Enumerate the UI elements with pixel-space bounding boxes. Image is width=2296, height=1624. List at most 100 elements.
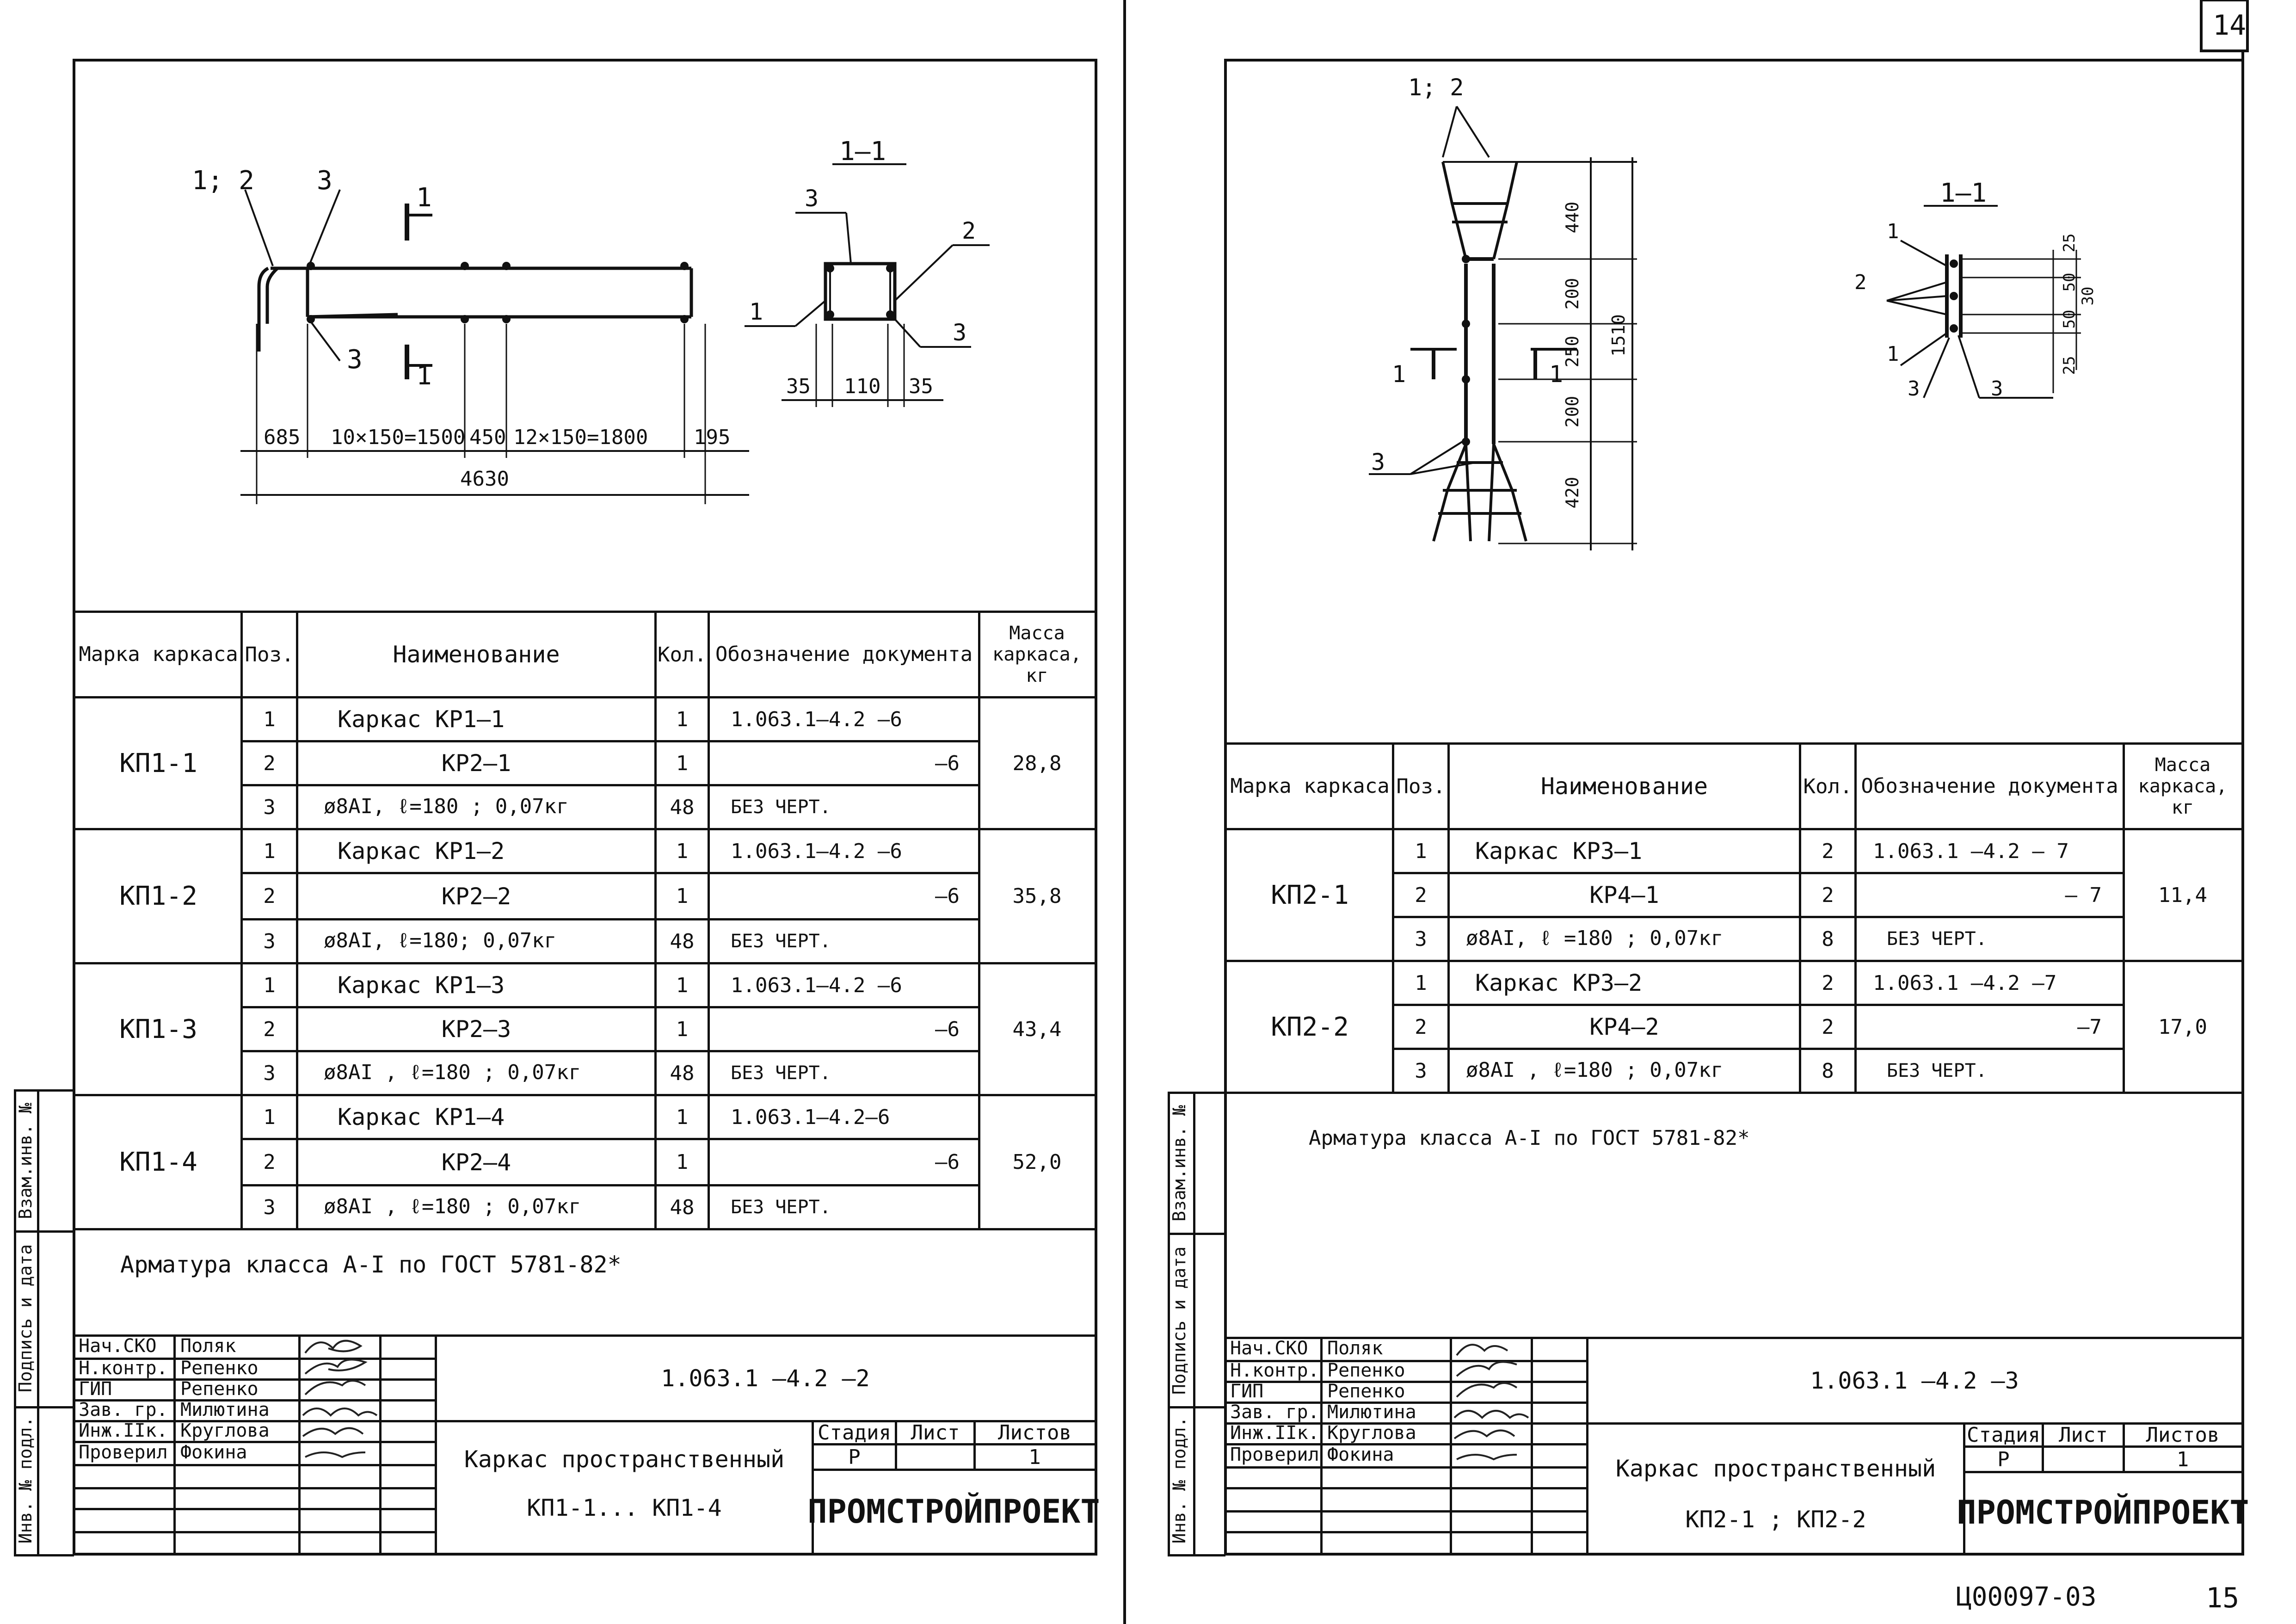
sheet-number-top: 14 [2213,9,2247,42]
right-mass-kp2-1: 11,4 [2158,883,2207,907]
dim-1: 685 [264,426,301,449]
table-cell-qty: 2 [1822,839,1834,863]
table-cell-doc: 1.063.1 –4.2 –7 [1873,971,2057,995]
section-mark-top: 1 [416,183,432,213]
left-title-line2: КП1-1... КП1-4 [527,1494,722,1521]
table-cell-doc: –6 [935,1017,960,1041]
stamp-sheet-header: Лист [911,1421,960,1445]
stamp-role: Н.контр. [79,1357,168,1379]
table-cell-qty: 1 [676,839,689,863]
dim-4: 12×150=1800 [513,426,648,449]
right-title-line2: КП2-1 ; КП2-2 [1685,1506,1866,1533]
table-cell-qty: 8 [1822,1059,1834,1083]
table-cell-pos: 1 [1415,839,1427,863]
table-cell-pos: 1 [263,1105,276,1129]
left-mass-kp1-2: 35,8 [1012,884,1062,908]
table-cell-name: Каркас КР1–1 [338,706,505,733]
left-mark-kp1-2: КП1-2 [119,881,197,911]
table-cell-qty: 1 [676,884,689,908]
table-cell-qty: 2 [1822,971,1834,995]
table-cell-qty: 2 [1822,1015,1834,1039]
table-cell-pos: 1 [263,839,276,863]
stamp-stage-header: Стадия [818,1421,891,1445]
table-cell-name: Каркас КР3–1 [1475,838,1643,864]
r-section-3b: 3 [1991,377,2003,401]
table-cell-name: Каркас КР1–4 [338,1104,505,1130]
left-elevation-drawing [240,189,749,504]
section-mark-bottom: 1 [416,361,432,391]
table-cell-pos: 3 [263,1061,276,1085]
right-mark-kp2-1: КП2-1 [1271,880,1349,910]
stamp-role: Нач.СКО [79,1335,157,1357]
table-cell-pos: 3 [1415,927,1427,951]
right-title-line1: Каркас пространственный [1615,1455,1936,1482]
table-cell-qty: 1 [676,973,689,997]
table-cell-qty: 1 [676,707,689,731]
table-cell-name: КР4–2 [1589,1013,1659,1040]
table-cell-pos: 3 [263,795,276,819]
r-th-mass: Масса каркаса, кг [2138,754,2228,818]
stamp-name: Поляк [180,1335,236,1357]
stamp-name: Круглова [180,1420,270,1441]
table-cell-name: КР4–1 [1589,882,1659,908]
left-mark-kp1-3: КП1-3 [119,1014,197,1044]
dim-2: 10×150=1500 [331,426,466,449]
dim-total: 4630 [460,467,509,491]
table-cell-name: ø8АI , ℓ=180 ; 0,07кг [1466,1058,1724,1082]
r-section-2: 2 [1854,271,1867,294]
r-label-pos-3: 3 [1371,449,1385,475]
section-title: 1–1 [839,136,886,167]
section-label-3: 3 [805,185,819,212]
r-mark-1b: 1 [1549,361,1563,388]
table-cell-name: Каркас КР3–2 [1475,969,1643,996]
stamp-name: Репенко [1327,1359,1405,1381]
table-cell-doc: 1.063.1–4.2 –6 [731,973,902,997]
left-note: Арматура класса А-I по ГОСТ 5781-82* [120,1251,622,1278]
table-cell-name: ø8АI , ℓ=180 ; 0,07кг [324,1195,581,1218]
r-section-1a: 1 [1887,220,1899,243]
table-cell-name: ø8АI, ℓ=180; 0,07кг [324,929,557,952]
r-section-3a: 3 [1908,377,1920,401]
left-section-drawing [745,163,990,407]
table-cell-pos: 2 [1415,883,1427,907]
section-label-3b: 3 [953,319,967,346]
table-cell-pos: 2 [1415,1015,1427,1039]
stamp-name: Фокина [180,1442,247,1463]
r-th-name: Наименование [1540,773,1708,800]
table-cell-qty: 1 [676,751,689,775]
r-section-1b: 1 [1887,342,1899,366]
stamp-role: Инж.IIк. [1230,1422,1319,1444]
table-cell-doc: –6 [935,884,960,908]
right-note: Арматура класса А-I по ГОСТ 5781-82* [1309,1126,1750,1150]
table-cell-doc: – 7 [2065,883,2102,907]
th-pos: Поз. [245,642,294,667]
table-cell-name: Каркас КР1–2 [338,838,505,864]
dim-5: 195 [694,426,731,449]
th-mark: Марка каркаса [79,642,238,666]
r-th-qty: Кол. [1803,774,1853,798]
table-cell-name: КР2–1 [441,750,511,777]
stamp-name: Фокина [1327,1444,1394,1465]
left-mark-kp1-1: КП1-1 [119,748,197,778]
stamp-name: Милютина [180,1399,270,1420]
sheet-number-bottom: 15 [2206,1582,2240,1614]
stamp-role: Нач.СКО [1230,1338,1308,1359]
table-cell-doc: 1.063.1 –4.2 – 7 [1873,839,2069,863]
table-cell-doc: БЕЗ ЧЕРТ. [731,1197,831,1218]
left-mass-kp1-3: 43,4 [1012,1017,1062,1041]
table-cell-qty: 48 [670,929,695,953]
left-doc-code: 1.063.1 –4.2 –2 [661,1365,870,1392]
table-cell-doc: БЕЗ ЧЕРТ. [731,931,831,952]
table-cell-name: КР2–4 [441,1149,511,1176]
section-dim-1: 35 [786,375,811,398]
th-doc: Обозначение документа [715,642,973,666]
stamp-role: Инж.IIк. [79,1420,168,1441]
r-mark-1a: 1 [1392,361,1406,388]
stamp-role: ГИП [79,1378,112,1400]
label-pos-3-bottom: 3 [347,345,363,375]
stamp-sheets-header: Листов [998,1421,1071,1445]
r-th-mark: Марка каркаса [1230,774,1390,798]
